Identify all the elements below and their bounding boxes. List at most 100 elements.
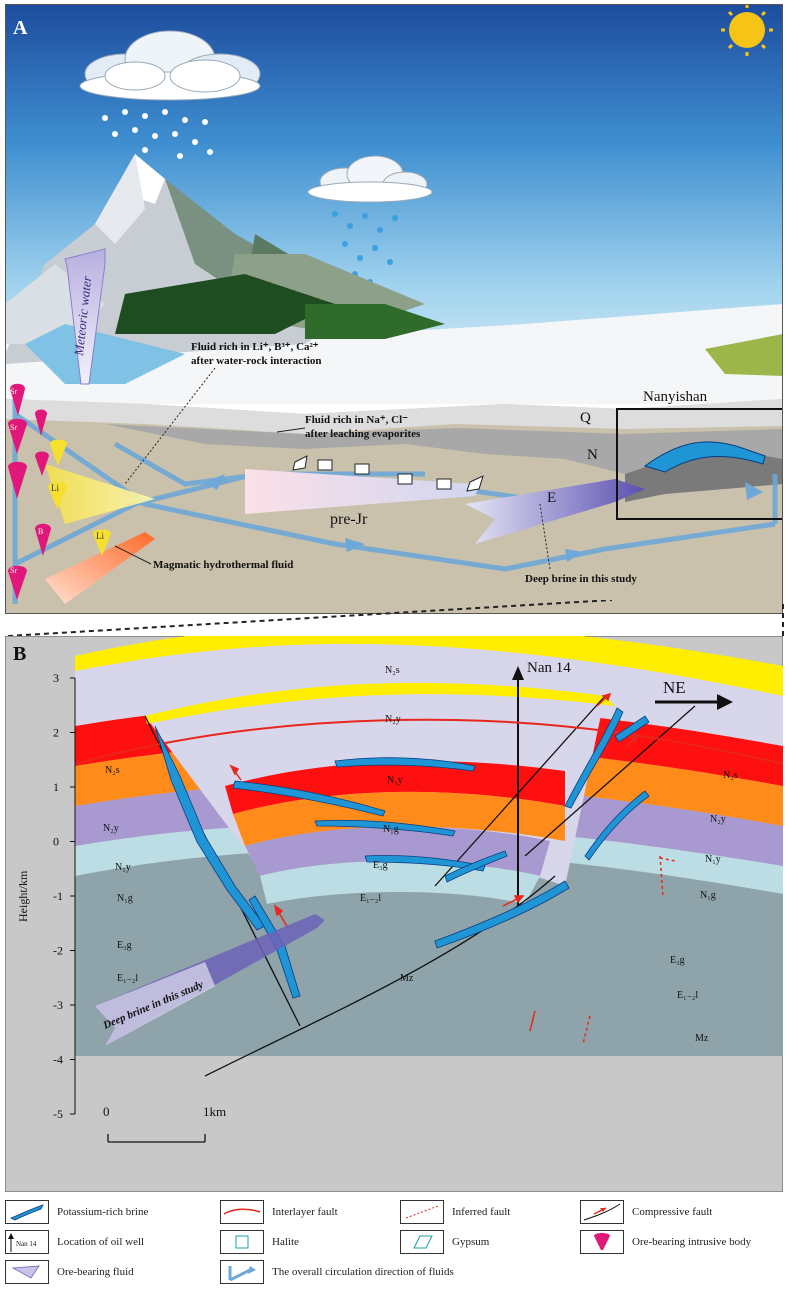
brine-lens	[643, 441, 766, 473]
y-tick-label: -5	[53, 1107, 63, 1121]
na-fluid-arrow	[245, 469, 485, 514]
intrusive-bodies	[8, 383, 111, 600]
li-label-2: Li	[96, 531, 104, 541]
label-n2s-left: N₂s	[105, 765, 120, 776]
layer-labels: N₂s N₂s N₂s N₂y N₂y N₂y N₁y N₁y N₁y N₁g …	[103, 665, 738, 1044]
label-e12l-left: E₁₋₂l	[117, 973, 138, 984]
inferred-fault-icon	[400, 1200, 444, 1224]
meteoric-water-arrow	[64, 248, 106, 385]
y-tick-label: -4	[53, 1053, 63, 1067]
direction-arrow-icon	[717, 694, 733, 710]
label-n1g-right: N₁g	[700, 890, 716, 901]
panel-b-cross-section: Nan 14 Deep brine in this	[4, 623, 784, 1193]
label-n2y-center: N₂y	[385, 714, 401, 725]
label-e3g-center: E₃g	[373, 860, 388, 871]
y-tick-label: 2	[53, 726, 59, 740]
label-e3g-right: E₃g	[670, 955, 685, 966]
legend-label-gypsum: Gypsum	[452, 1236, 490, 1248]
legend-item-gypsum: Gypsum	[400, 1230, 489, 1254]
layer-n-label: N	[587, 447, 598, 463]
panel-a: Meteoric water Sr Sr Sr B Li Li Nanyisha…	[5, 4, 784, 614]
legend-label-halite: Halite	[272, 1236, 299, 1248]
evaporite-blocks	[292, 455, 484, 492]
direction-label: NE	[663, 678, 686, 697]
deep-brine-pointer	[539, 503, 551, 570]
li-fluid-arrow	[45, 464, 155, 524]
brine-lenses	[154, 707, 650, 999]
li-label-1: Li	[51, 483, 59, 493]
legend-item-inferred: Inferred fault	[400, 1200, 510, 1224]
legend-label-intrusive: Ore-bearing intrusive body	[632, 1236, 752, 1248]
green-hill	[705, 334, 783, 376]
layer-q	[5, 399, 783, 434]
fluid-li-label-1: Fluid rich in Li⁺, B³⁺, Ca²⁺	[191, 341, 319, 353]
legend-item-well: Nan 14 Location of oil well	[5, 1230, 144, 1254]
circulation-arrows	[205, 474, 763, 562]
legend-item-interlayer: Interlayer fault	[220, 1200, 338, 1224]
legend: Potassium-rich brine Interlayer fault In…	[5, 1200, 783, 1288]
legend-item-ore-fluid: Ore-bearing fluid	[5, 1260, 134, 1284]
label-n2y-right: N₂y	[710, 814, 726, 825]
y-tick-label: -3	[53, 998, 63, 1012]
label-n1g-center: N₁g	[383, 824, 399, 835]
label-e12l-center: E₁₋₂l	[360, 893, 381, 904]
panel-a-border	[5, 4, 783, 614]
deep-brine-arrow-highlight	[95, 962, 215, 1046]
label-e12l-right: E₁₋₂l	[677, 990, 698, 1001]
legend-label-inferred: Inferred fault	[452, 1206, 511, 1218]
sr-label-3: Sr	[10, 566, 17, 575]
rain-drops	[332, 211, 398, 285]
zoom-connectors	[7, 600, 784, 637]
interlayer-fault-icon	[220, 1200, 264, 1224]
y-axis-label: Height/km	[16, 870, 30, 922]
sun-icon	[721, 4, 773, 56]
sr-label-2: Sr	[10, 423, 17, 432]
deep-brine-arrow	[465, 479, 645, 544]
anticline-n1g	[233, 791, 565, 846]
label-n1g-left: N₁g	[117, 893, 133, 904]
panel-b-label: B	[13, 643, 26, 665]
fluid-li-pointer	[124, 367, 216, 485]
legend-item-halite: Halite	[220, 1230, 299, 1254]
label-e3g-left: E₃g	[117, 940, 132, 951]
layer-n	[105, 424, 783, 484]
legend-label-brine: Potassium-rich brine	[57, 1206, 149, 1218]
brine-icon	[5, 1200, 49, 1224]
y-tick-label: 1	[53, 780, 59, 794]
layer-e-label: E	[547, 490, 556, 506]
anticline-n2s	[145, 682, 615, 724]
magmatic-arrow	[45, 532, 155, 604]
label-mz-center: Mz	[400, 973, 414, 984]
ore-fluid-icon	[5, 1260, 49, 1284]
label-n2s-right: N₂s	[723, 770, 738, 781]
layer-mz	[75, 842, 783, 1056]
cloud-icon-2	[307, 155, 433, 203]
legend-item-brine: Potassium-rich brine	[5, 1200, 148, 1224]
snowflakes	[102, 109, 213, 159]
fault-mark	[529, 1010, 536, 1032]
anticline-n1y	[225, 761, 565, 814]
fluid-li-label-2: after water-rock interaction	[191, 355, 322, 367]
panel-a-diagram: Meteoric water Sr Sr Sr B Li Li Nanyisha…	[5, 4, 784, 614]
oil-well-arrow	[512, 666, 524, 680]
inferred-faults	[582, 855, 676, 1045]
gypsum-icon	[400, 1230, 444, 1254]
legend-label-compressive: Compressive fault	[632, 1206, 713, 1218]
well-label: Nan 14	[527, 660, 571, 676]
circulation-icon	[220, 1260, 264, 1284]
oil-well-icon: Nan 14	[5, 1230, 49, 1254]
legend-well-symbol-text: Nan 14	[16, 1240, 37, 1248]
compressive-fault-icon	[580, 1200, 624, 1224]
label-n1y-right: N₁y	[705, 854, 721, 865]
fluid-na-label-2: after leaching evaporites	[305, 428, 421, 440]
y-tick-label: 0	[53, 835, 59, 849]
label-mz-right: Mz	[695, 1033, 709, 1044]
fluid-na-pointer	[276, 427, 306, 433]
legend-label-ore-fluid: Ore-bearing fluid	[57, 1266, 134, 1278]
layer-n2s	[75, 623, 783, 696]
magmatic-pointer	[114, 545, 152, 565]
panel-b: Nan 14 Deep brine in this	[4, 623, 784, 1193]
legend-label-circulation: The overall circulation direction of flu…	[272, 1266, 454, 1278]
legend-label-interlayer: Interlayer fault	[272, 1206, 338, 1218]
